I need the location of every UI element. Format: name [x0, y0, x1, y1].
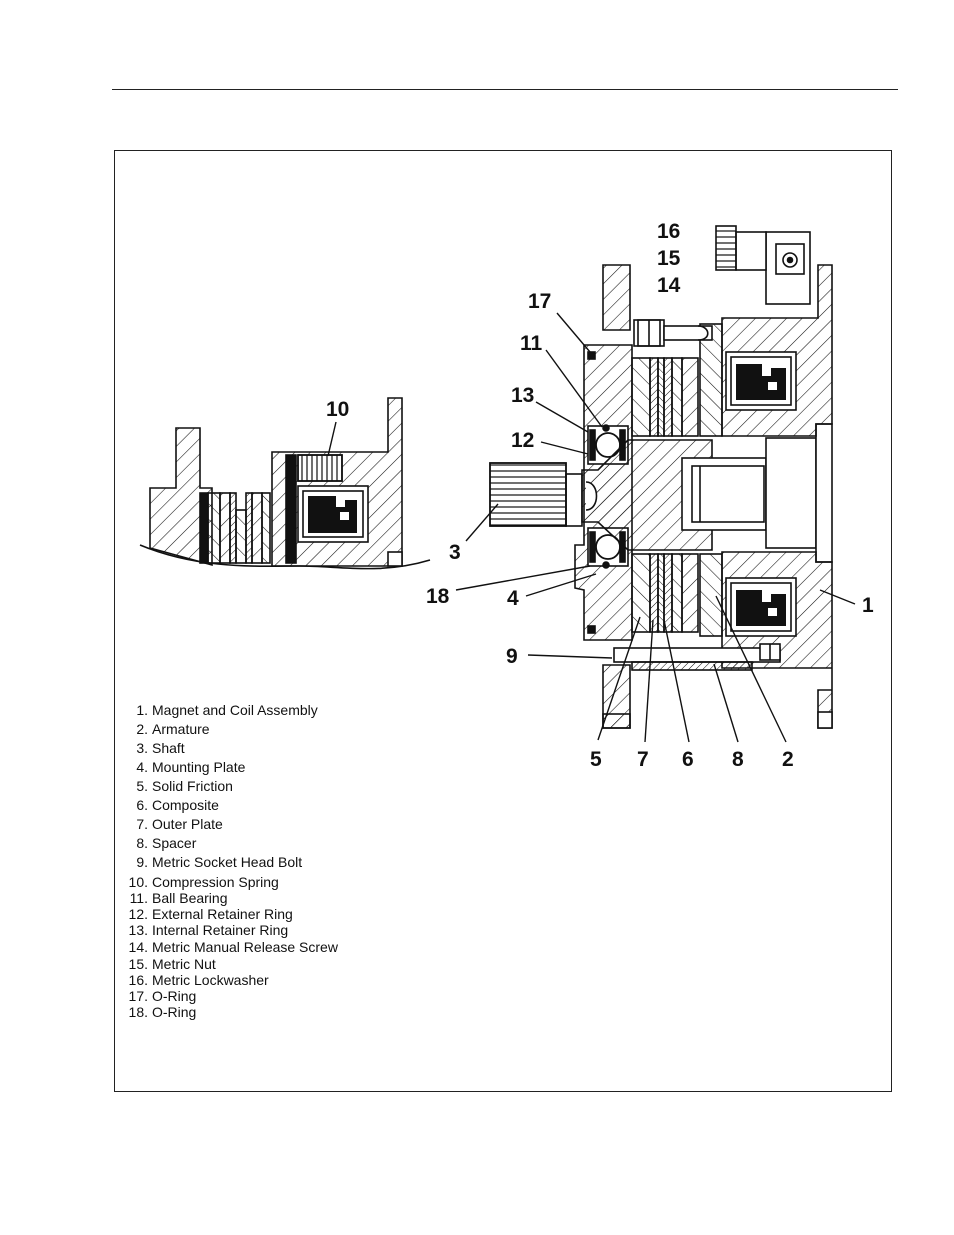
callout-16: 16 — [657, 220, 680, 243]
legend-item-1: 1.Magnet and Coil Assembly — [136, 702, 318, 718]
legend-item-8: 8.Spacer — [136, 835, 197, 851]
callout-13: 13 — [511, 384, 534, 407]
callout-2: 2 — [782, 748, 794, 771]
callout-14: 14 — [657, 274, 681, 297]
callout-1: 1 — [862, 594, 874, 617]
legend-item-18: 18.O-Ring — [128, 1004, 197, 1020]
callout-3: 3 — [449, 541, 461, 564]
legend-item-5: 5.Solid Friction — [136, 778, 233, 794]
callout-6: 6 — [682, 748, 694, 771]
callout-8: 8 — [732, 748, 744, 771]
callout-15: 15 — [657, 247, 681, 270]
callout-17: 17 — [528, 290, 551, 313]
legend-item-16: 16.Metric Lockwasher — [128, 972, 269, 988]
callout-labels: 1 2 3 4 5 6 7 8 9 10 11 12 13 14 15 16 1… — [326, 220, 874, 771]
callout-10: 10 — [326, 398, 349, 421]
legend-item-7: 7.Outer Plate — [136, 816, 223, 832]
legend-item-12: 12.External Retainer Ring — [128, 906, 293, 922]
callout-12: 12 — [511, 429, 534, 452]
legend-item-2: 2.Armature — [136, 721, 210, 737]
detail-view — [139, 397, 431, 570]
legend-item-11: 11.Ball Bearing — [129, 890, 228, 906]
legend-item-14: 14.Metric Manual Release Screw — [128, 939, 338, 955]
legend-item-17: 17.O-Ring — [128, 988, 197, 1004]
legend-item-4: 4.Mounting Plate — [136, 759, 246, 775]
callout-4: 4 — [507, 587, 519, 610]
legend-item-10: 10.Compression Spring — [128, 874, 279, 890]
legend-item-9: 9.Metric Socket Head Bolt — [136, 854, 303, 870]
callout-11: 11 — [520, 332, 543, 355]
callout-5: 5 — [590, 748, 602, 771]
callout-9: 9 — [506, 645, 518, 668]
figure-frame — [114, 150, 892, 1092]
callout-18: 18 — [426, 585, 450, 608]
callout-7: 7 — [637, 748, 649, 771]
header-rule — [112, 89, 898, 90]
main-section-view — [455, 225, 856, 743]
legend-item-3: 3.Shaft — [136, 740, 185, 756]
legend-item-15: 15.Metric Nut — [128, 956, 216, 972]
legend-item-13: 13.Internal Retainer Ring — [128, 922, 289, 938]
legend-item-6: 6.Composite — [136, 797, 219, 813]
